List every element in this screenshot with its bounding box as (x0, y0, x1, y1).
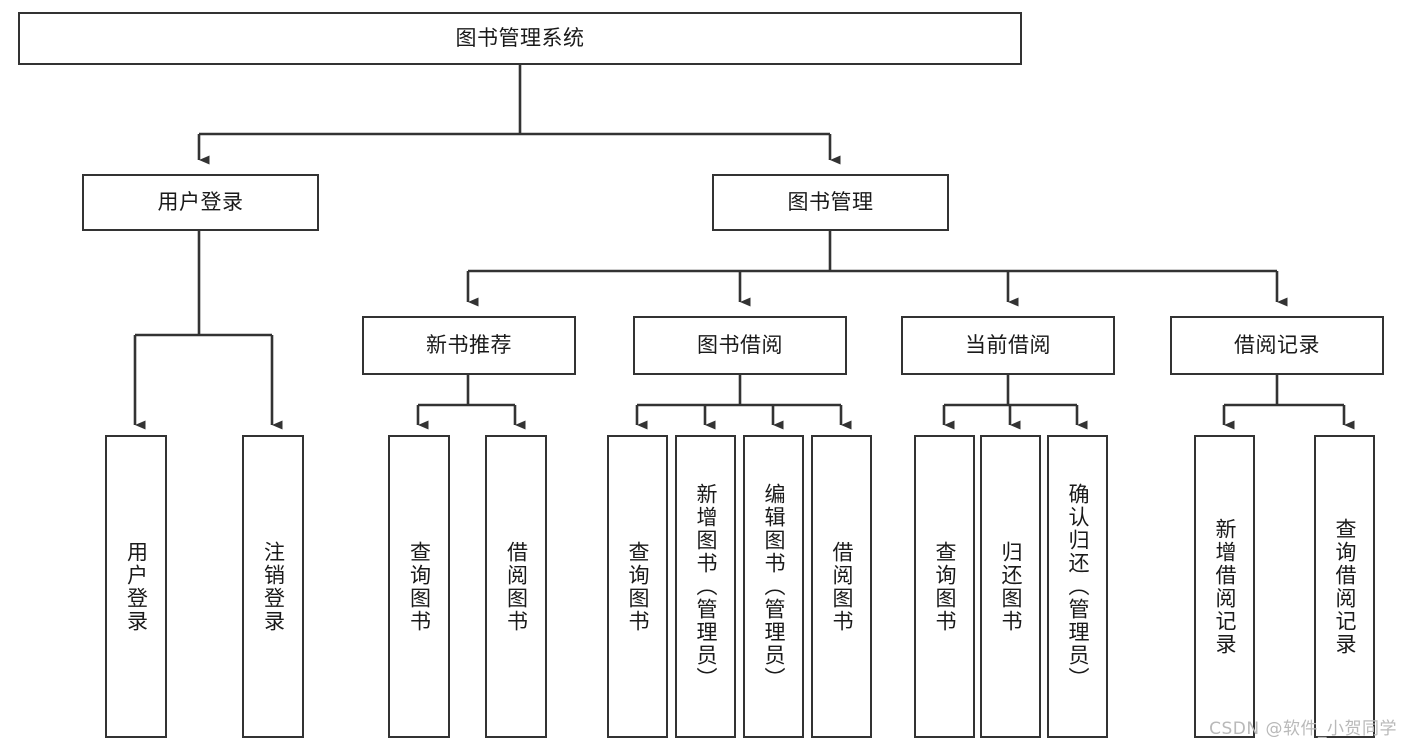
node-book-management-label: 图书管理 (787, 190, 874, 215)
node-leaf-query-book-2[interactable]: 查询图书 (607, 435, 668, 738)
node-leaf-user-login-label: 用户登录 (124, 540, 149, 633)
node-leaf-add-book-label: 新增图书（管理员） (693, 483, 718, 690)
node-current-borrow-label: 当前借阅 (965, 333, 1051, 358)
node-leaf-query-book-1[interactable]: 查询图书 (388, 435, 450, 738)
node-leaf-query-record[interactable]: 查询借阅记录 (1314, 435, 1375, 738)
node-leaf-user-logout[interactable]: 注销登录 (242, 435, 304, 738)
node-leaf-return-book[interactable]: 归还图书 (980, 435, 1041, 738)
node-leaf-confirm-return[interactable]: 确认归还（管理员） (1047, 435, 1108, 738)
node-leaf-user-logout-label: 注销登录 (261, 540, 286, 633)
node-leaf-query-book-3[interactable]: 查询图书 (914, 435, 975, 738)
node-leaf-add-book[interactable]: 新增图书（管理员） (675, 435, 736, 738)
node-book-borrow-label: 图书借阅 (697, 333, 783, 358)
node-borrow-record-label: 借阅记录 (1234, 333, 1320, 358)
node-leaf-edit-book[interactable]: 编辑图书（管理员） (743, 435, 804, 738)
node-leaf-add-record-label: 新增借阅记录 (1212, 517, 1237, 656)
node-leaf-return-book-label: 归还图书 (998, 540, 1023, 633)
node-new-book-recommend[interactable]: 新书推荐 (362, 316, 576, 375)
node-root[interactable]: 图书管理系统 (18, 12, 1022, 65)
node-leaf-query-book-2-label: 查询图书 (625, 540, 650, 633)
node-leaf-borrow-book-2[interactable]: 借阅图书 (811, 435, 872, 738)
node-leaf-borrow-book-1-label: 借阅图书 (504, 540, 529, 633)
node-leaf-user-login[interactable]: 用户登录 (105, 435, 167, 738)
node-book-management[interactable]: 图书管理 (712, 174, 949, 231)
node-leaf-edit-book-label: 编辑图书（管理员） (761, 483, 786, 690)
node-borrow-record[interactable]: 借阅记录 (1170, 316, 1384, 375)
node-leaf-borrow-book-2-label: 借阅图书 (829, 540, 854, 633)
node-leaf-borrow-book-1[interactable]: 借阅图书 (485, 435, 547, 738)
node-leaf-add-record[interactable]: 新增借阅记录 (1194, 435, 1255, 738)
node-user-login[interactable]: 用户登录 (82, 174, 319, 231)
node-user-login-label: 用户登录 (157, 190, 244, 215)
node-current-borrow[interactable]: 当前借阅 (901, 316, 1115, 375)
node-book-borrow[interactable]: 图书借阅 (633, 316, 847, 375)
node-root-label: 图书管理系统 (455, 26, 585, 51)
node-leaf-query-book-1-label: 查询图书 (407, 540, 432, 633)
node-new-book-recommend-label: 新书推荐 (426, 333, 512, 358)
node-leaf-confirm-return-label: 确认归还（管理员） (1065, 483, 1090, 690)
node-leaf-query-book-3-label: 查询图书 (932, 540, 957, 633)
node-leaf-query-record-label: 查询借阅记录 (1332, 517, 1357, 656)
